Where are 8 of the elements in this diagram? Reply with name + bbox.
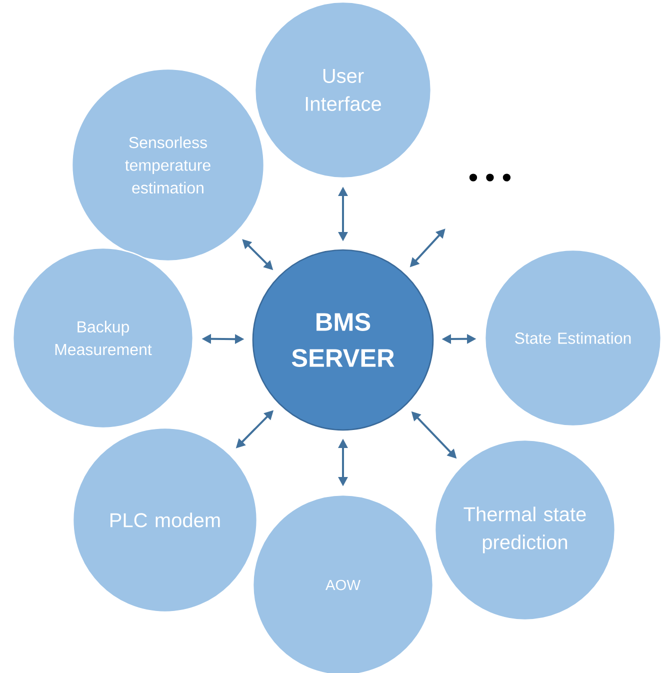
- circle-node: Sensorless temperature estimation: [71, 68, 265, 262]
- circle-node: Backup Measurement: [12, 247, 194, 429]
- ellipsis-text: • • •: [469, 174, 511, 182]
- circle-node: State Estimation: [484, 249, 662, 427]
- circle-node: Thermal state prediction: [434, 439, 616, 621]
- circle-node: User Interface: [254, 1, 432, 179]
- circle-node: AOW: [252, 494, 434, 673]
- circle-node: PLC modem: [72, 427, 258, 613]
